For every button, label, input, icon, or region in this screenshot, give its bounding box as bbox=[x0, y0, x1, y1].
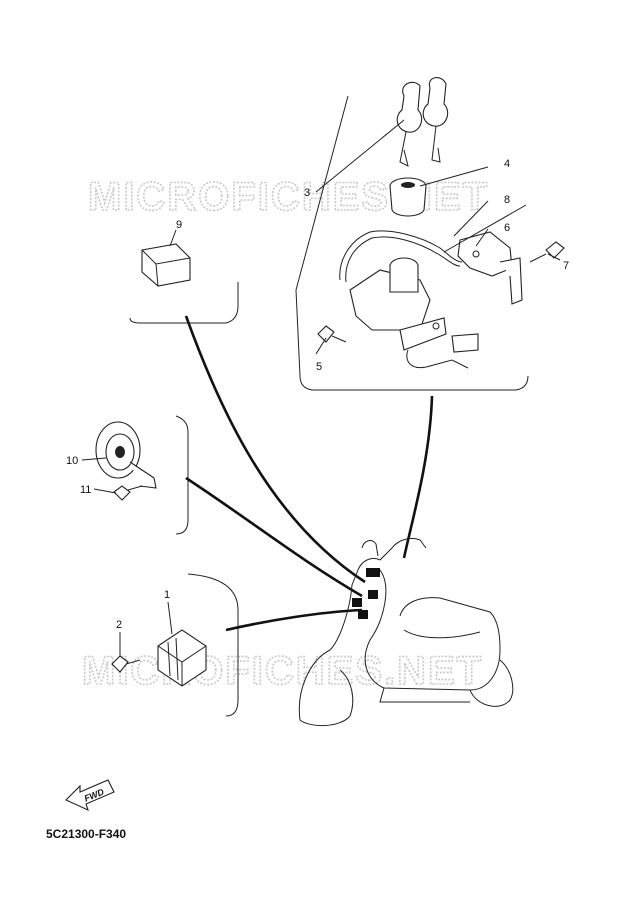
leader-rectifier bbox=[225, 608, 363, 632]
part-seat-lock bbox=[457, 231, 523, 305]
callout-5: 5 bbox=[316, 361, 322, 373]
scooter-outline bbox=[298, 537, 514, 726]
part-screw-5 bbox=[317, 325, 347, 343]
diagram-code: 5C21300-F340 bbox=[46, 827, 126, 841]
fwd-arrow-icon: FWD bbox=[65, 779, 115, 812]
part-horn bbox=[95, 421, 157, 489]
part-rectifier bbox=[157, 629, 207, 687]
leader-horn bbox=[185, 476, 363, 598]
callout-3: 3 bbox=[304, 187, 310, 199]
callout-2: 2 bbox=[116, 619, 122, 631]
part-screw-11 bbox=[113, 485, 143, 501]
part-cable bbox=[339, 230, 463, 283]
callout-7: 7 bbox=[563, 260, 569, 272]
leader-main-switch bbox=[402, 395, 434, 559]
callout-11: 11 bbox=[80, 484, 91, 496]
callout-10: 10 bbox=[66, 455, 78, 467]
part-main-switch bbox=[349, 257, 479, 369]
part-relay bbox=[141, 229, 191, 287]
part-screw-2 bbox=[111, 655, 141, 673]
callout-9: 9 bbox=[176, 219, 182, 231]
part-lock-cap bbox=[389, 177, 427, 217]
panel-bracket-main-switch bbox=[295, 95, 529, 391]
part-keys bbox=[396, 77, 449, 167]
panel-bracket-horn bbox=[175, 415, 189, 535]
callout-6: 6 bbox=[504, 222, 510, 234]
leader-relay bbox=[184, 315, 366, 584]
callout-1: 1 bbox=[164, 589, 170, 601]
callout-4: 4 bbox=[504, 158, 510, 170]
watermark-top: MICROFICHES.NET bbox=[88, 175, 489, 219]
callout-8: 8 bbox=[504, 194, 510, 206]
watermark-bottom: MICROFICHES.NET bbox=[82, 649, 483, 693]
panel-bracket-relay bbox=[129, 282, 239, 324]
panel-bracket-rectifier bbox=[187, 573, 239, 717]
callout-leaders bbox=[81, 119, 561, 656]
